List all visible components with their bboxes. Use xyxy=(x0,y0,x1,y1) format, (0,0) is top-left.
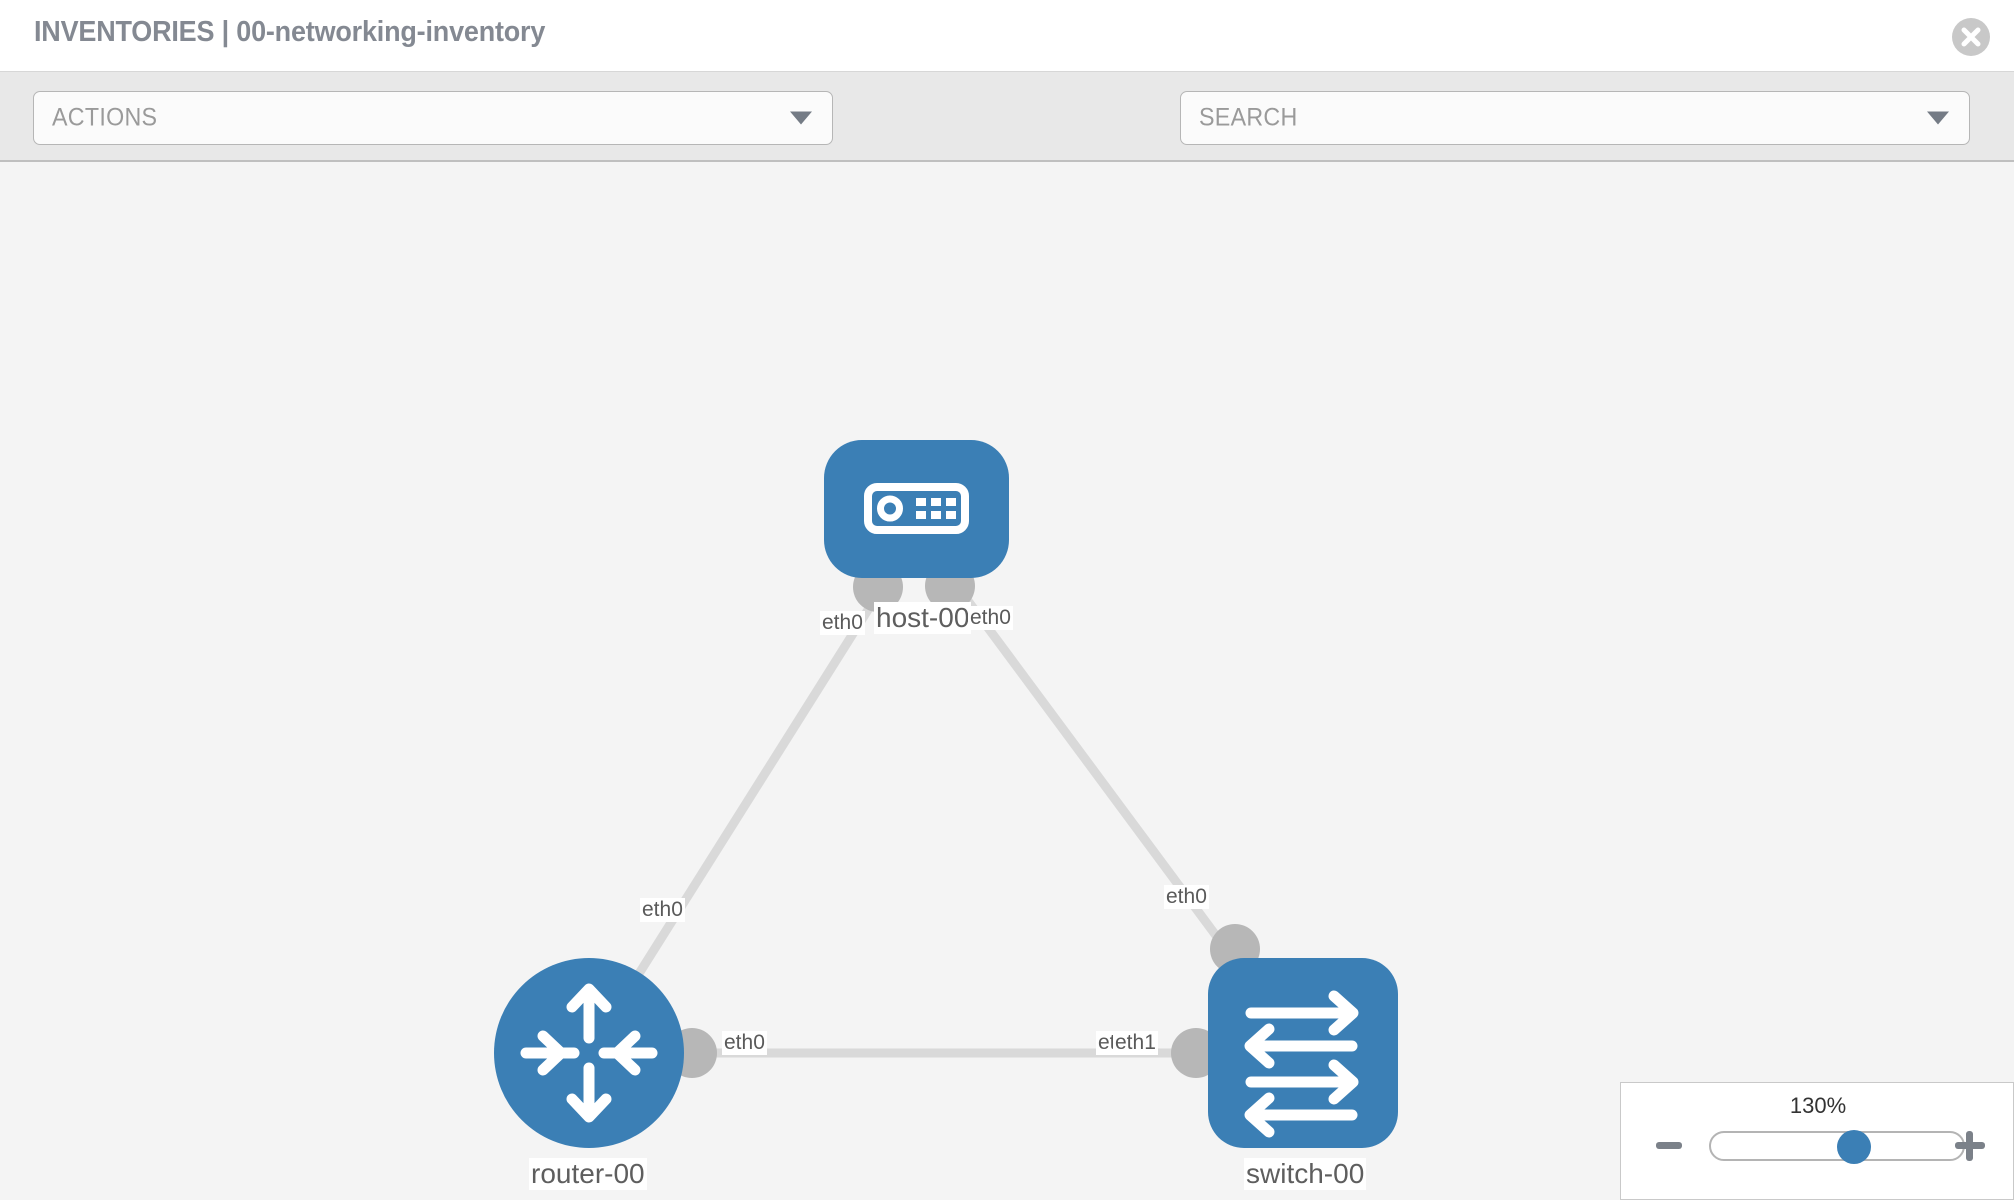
search-placeholder: SEARCH xyxy=(1199,103,1298,132)
zoom-in-button[interactable] xyxy=(1955,1131,1985,1161)
toolbar: ACTIONS SEARCH xyxy=(0,72,2014,197)
chevron-down-icon xyxy=(790,111,812,125)
chevron-down-icon xyxy=(1927,111,1949,125)
actions-dropdown[interactable]: ACTIONS xyxy=(33,91,833,145)
zoom-level-label: 130% xyxy=(1789,1093,1847,1118)
zoom-control-panel: 130% xyxy=(1620,1082,2014,1200)
topology-canvas[interactable]: host-00 router-00 switch-00 eth0 eth0 et… xyxy=(0,162,2014,1200)
router-arrows-icon xyxy=(520,983,658,1123)
iface-label-host-right: eth0 xyxy=(968,606,1013,631)
topology-graph xyxy=(494,440,1398,1148)
zoom-out-button[interactable] xyxy=(1656,1142,1682,1149)
node-host-00 xyxy=(824,440,1009,578)
node-label-host-00: host-00 xyxy=(874,602,972,635)
page-title: INVENTORIES | 00-networking-inventory xyxy=(34,16,546,48)
node-label-router-00: router-00 xyxy=(529,1158,647,1191)
iface-label-host-left: eth0 xyxy=(820,611,865,636)
actions-dropdown-label: ACTIONS xyxy=(52,103,158,132)
node-label-switch-00: switch-00 xyxy=(1244,1158,1367,1191)
zoom-slider-thumb[interactable] xyxy=(1837,1130,1871,1164)
node-switch-00 xyxy=(1208,958,1398,1148)
close-icon[interactable] xyxy=(1952,18,1990,56)
search-input[interactable]: SEARCH xyxy=(1180,91,1970,145)
page-header: INVENTORIES | 00-networking-inventory xyxy=(0,0,2014,72)
iface-label-switch-left-eth1: eth1 xyxy=(1113,1031,1158,1056)
zoom-slider[interactable] xyxy=(1709,1130,1965,1164)
switch-arrows-icon xyxy=(1244,990,1359,1138)
server-icon xyxy=(864,483,969,534)
iface-label-switch-up: eth0 xyxy=(1164,885,1209,910)
iface-label-router-up: eth0 xyxy=(640,898,685,923)
connector-layer xyxy=(667,561,1260,1078)
node-router-00 xyxy=(494,958,684,1148)
iface-label-router-right: eth0 xyxy=(722,1031,767,1056)
